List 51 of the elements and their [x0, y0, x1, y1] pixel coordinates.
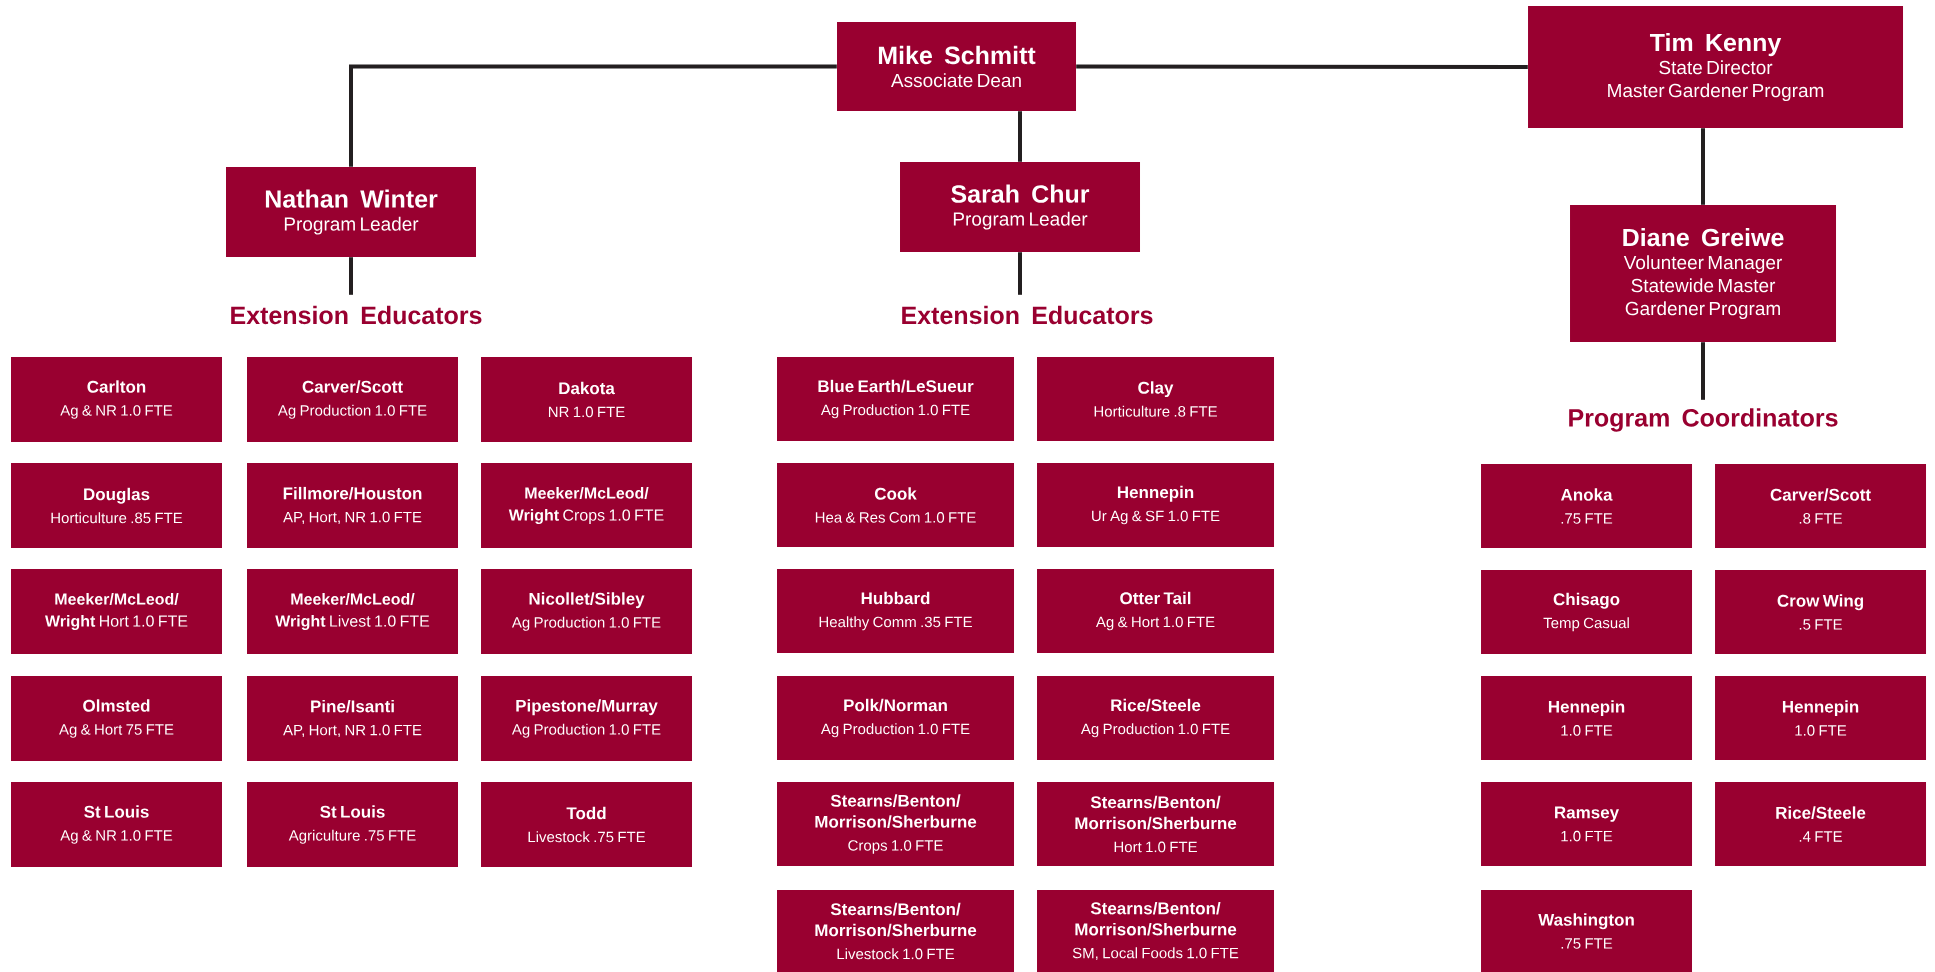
county-box: Otter Tail Ag & Hort 1.0 FTE [1037, 569, 1274, 653]
person-box: Nathan Winter Program Leader [226, 167, 476, 257]
person-box: Sarah Chur Program Leader [900, 162, 1140, 252]
connector-line [349, 64, 837, 167]
connector-line [349, 257, 353, 295]
county-box: Meeker/McLeod/ Wright Livest 1.0 FTE [247, 569, 458, 654]
county-box: Nicollet/Sibley Ag Production 1.0 FTE [481, 569, 692, 654]
county-box: Carlton Ag & NR 1.0 FTE [11, 357, 222, 442]
county-box: Carver/Scott Ag Production 1.0 FTE [247, 357, 458, 442]
county-box: Stearns/Benton/ Morrison/Sherburne Livestock 1.0 FTE [777, 890, 1014, 972]
county-box: Rice/Steele Ag Production 1.0 FTE [1037, 676, 1274, 760]
county-box: Hennepin 1.0 FTE [1715, 676, 1926, 760]
county-box: Blue Earth/LeSueur Ag Production 1.0 FTE [777, 357, 1014, 441]
county-box: Pipestone/Murray Ag Production 1.0 FTE [481, 676, 692, 761]
group-heading: Program Coordinators [1569, 408, 1838, 432]
county-box: Cook Hea & Res Com 1.0 FTE [777, 463, 1014, 547]
county-box: Meeker/McLeod/ Wright Hort 1.0 FTE [11, 569, 222, 654]
county-box: St Louis Ag & NR 1.0 FTE [11, 782, 222, 867]
county-box: Chisago Temp Casual [1481, 570, 1692, 654]
county-box: Pine/Isanti AP, Hort, NR 1.0 FTE [247, 676, 458, 761]
county-box: Polk/Norman Ag Production 1.0 FTE [777, 676, 1014, 760]
person-box: Tim Kenny State Director Master Gardener Program [1528, 6, 1903, 128]
county-box: Fillmore/Houston AP, Hort, NR 1.0 FTE [247, 463, 458, 548]
connector-line [1018, 111, 1022, 162]
county-box: Stearns/Benton/ Morrison/Sherburne Crops 1.0 FTE [777, 782, 1014, 866]
connector-line [1701, 128, 1705, 205]
group-heading: Extension Educators [231, 305, 482, 325]
person-box: Diane Greiwe Volunteer Manager Statewide Master Gardener Program [1570, 205, 1836, 342]
group-heading: Extension Educators [902, 305, 1153, 325]
county-box: Anoka .75 FTE [1481, 464, 1692, 548]
county-box: Hubbard Healthy Comm .35 FTE [777, 569, 1014, 653]
connector-line [1701, 342, 1705, 400]
county-box: Todd Livestock .75 FTE [481, 782, 692, 867]
county-box: Washington .75 FTE [1481, 890, 1692, 972]
county-box: Crow Wing .5 FTE [1715, 570, 1926, 654]
county-box: Meeker/McLeod/ Wright Crops 1.0 FTE [481, 463, 692, 548]
county-box: Ramsey 1.0 FTE [1481, 782, 1692, 866]
county-box: St Louis Agriculture .75 FTE [247, 782, 458, 867]
connector-line [1076, 64, 1528, 69]
connector-line [1018, 252, 1022, 295]
person-box: Mike Schmitt Associate Dean [837, 22, 1076, 111]
county-box: Rice/Steele .4 FTE [1715, 782, 1926, 866]
county-box: Hennepin Ur Ag & SF 1.0 FTE [1037, 463, 1274, 547]
county-box: Hennepin 1.0 FTE [1481, 676, 1692, 760]
county-box: Stearns/Benton/ Morrison/Sherburne Hort 1.0 FTE [1037, 782, 1274, 866]
county-box: Clay Horticulture .8 FTE [1037, 357, 1274, 441]
county-box: Douglas Horticulture .85 FTE [11, 463, 222, 548]
county-box: Carver/Scott .8 FTE [1715, 464, 1926, 548]
county-box: Dakota NR 1.0 FTE [481, 357, 692, 442]
county-box: Stearns/Benton/ Morrison/Sherburne SM, Local Foods 1.0 FTE [1037, 890, 1274, 972]
county-box: Olmsted Ag & Hort 75 FTE [11, 676, 222, 761]
